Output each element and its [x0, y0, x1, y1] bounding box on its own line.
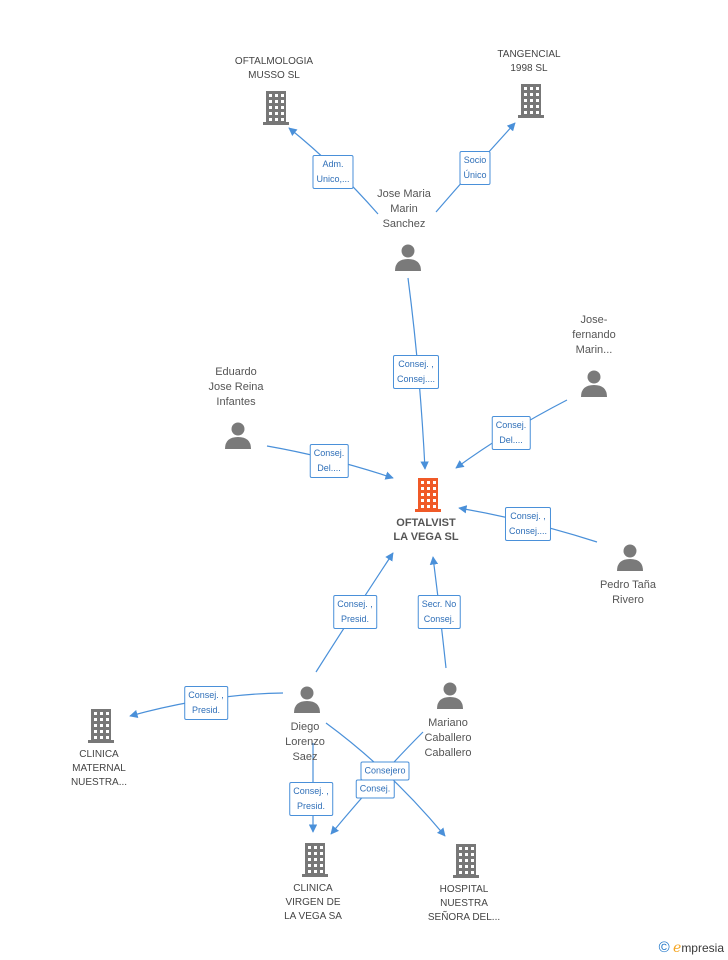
edge-label-line: Consejero	[364, 765, 406, 776]
node-label-line: Rivero	[612, 594, 644, 606]
edge-label-line: Consej. ,	[337, 599, 373, 609]
edge-label-line: Del....	[499, 435, 523, 445]
building-icon-oftalmologia[interactable]	[263, 91, 289, 125]
node-label-line: Infantes	[216, 396, 256, 408]
edge-label-line: Consej....	[508, 526, 548, 536]
edge-label-line: Único	[463, 170, 487, 180]
edge-label-line: Consej.	[313, 448, 345, 458]
node-label-line: MATERNAL	[72, 763, 126, 774]
edge-label-line: Presid.	[296, 801, 325, 811]
edge-label-jose_maria-to-oftalvist[interactable]: Consej. , Consej....	[392, 355, 440, 389]
building-icon-hospital[interactable]	[453, 844, 479, 878]
edge-label-jose_maria-to-oftalmologia[interactable]: Adm. Unico,...	[312, 155, 354, 189]
edges-layer	[129, 122, 598, 837]
edge-label-line: Consej.	[359, 783, 391, 794]
node-label-line: Saez	[292, 751, 318, 763]
edge-label-line: Consej. ,	[293, 786, 329, 796]
node-label-line: Diego	[290, 721, 320, 733]
edge-label-jose_fernando-to-oftalvist[interactable]: Consej. Del....	[491, 416, 531, 450]
node-label-line: Mariano	[428, 717, 468, 729]
node-label-line: CLINICA	[293, 883, 333, 894]
node-label-line: MUSSO SL	[248, 70, 300, 81]
edge-label-line: Consej.	[495, 420, 527, 430]
copyright-symbol: ©	[658, 939, 670, 956]
edge-label-mariano-to-clinica_virgen[interactable]: Consejero	[360, 761, 410, 781]
edge-label-mariano-to-oftalvist[interactable]: Secr. No Consej.	[417, 595, 461, 629]
person-icon-diego[interactable]	[294, 686, 320, 714]
node-label-hospital[interactable]: HOSPITAL NUESTRA SEÑORA DEL...	[428, 883, 500, 925]
edge-label-line: Secr. No	[421, 599, 457, 609]
node-label-line: Jose Maria	[377, 188, 431, 200]
node-label-line: OFTALMOLOGIA	[234, 56, 314, 67]
building-icon-clinica_virgen[interactable]	[302, 843, 328, 877]
person-icon-jose_maria[interactable]	[395, 244, 421, 272]
person-icon-pedro[interactable]	[617, 544, 643, 572]
node-label-line: CLINICA	[79, 749, 119, 760]
empresia-logo[interactable]: © empresia	[659, 939, 724, 956]
node-label-line: Lorenzo	[285, 736, 325, 748]
edge-label-line: Consej....	[396, 374, 436, 384]
node-label-line: Caballero	[424, 732, 472, 744]
node-label-line: Jose Reina	[208, 381, 264, 393]
edge-label-line: Adm.	[322, 159, 344, 169]
edge-label-line: Consej. ,	[510, 511, 546, 521]
edge-label-line: Del....	[317, 463, 341, 473]
node-label-line: LA VEGA SL	[393, 531, 459, 543]
node-label-line: Caballero	[424, 747, 472, 759]
node-label-line: HOSPITAL	[439, 884, 489, 895]
node-label-line: TANGENCIAL	[497, 49, 561, 60]
edge-label-line: Presid.	[191, 705, 220, 715]
edge-label-line: Consej.	[423, 614, 455, 624]
node-label-clinica_virgen[interactable]: CLINICA VIRGEN DE LA VEGA SA	[284, 882, 342, 924]
edge-label-line: Consej. ,	[188, 690, 224, 700]
node-label-line: OFTALVIST	[396, 517, 456, 529]
node-label-line: NUESTRA...	[70, 777, 128, 788]
edge-label-line: Unico,...	[316, 174, 350, 184]
node-label-clinica_maternal[interactable]: CLINICA MATERNAL NUESTRA...	[71, 748, 127, 790]
edge-label-diego-to-oftalvist[interactable]: Consej. , Presid.	[333, 595, 377, 629]
brand-initial: e	[673, 940, 682, 956]
node-label-oftalmologia[interactable]: OFTALMOLOGIA MUSSO SL	[235, 55, 313, 83]
edge-label-line: Consej. ,	[398, 359, 434, 369]
node-label-line: Jose-	[580, 314, 608, 326]
edge-label-eduardo-to-oftalvist[interactable]: Consej. Del....	[309, 444, 349, 478]
edge-label-diego-to-clinica_virgen[interactable]: Consej. , Presid.	[289, 782, 333, 816]
node-label-line: fernando	[572, 329, 616, 341]
person-icon-jose_fernando[interactable]	[581, 370, 607, 398]
node-label-line: Marin	[390, 203, 418, 215]
edge-label-diego-to-clinica_maternal[interactable]: Consej. , Presid.	[184, 686, 228, 720]
building-icon-oftalvist[interactable]	[415, 478, 441, 512]
edge-label-diego-to-hospital[interactable]: Consej.	[355, 779, 395, 799]
edge-label-line: Socio	[463, 155, 487, 165]
brand-name: mpresia	[681, 941, 724, 955]
node-label-oftalvist[interactable]: OFTALVIST LA VEGA SL	[393, 516, 458, 544]
node-label-line: Eduardo	[215, 366, 257, 378]
edge-label-pedro-to-oftalvist[interactable]: Consej. , Consej....	[504, 507, 552, 541]
node-label-line: NUESTRA	[440, 898, 488, 909]
node-label-line: Sanchez	[382, 218, 426, 230]
edge-label-line: Presid.	[340, 614, 369, 624]
icons-layer	[88, 84, 643, 878]
building-icon-tangencial[interactable]	[518, 84, 544, 118]
node-label-tangencial[interactable]: TANGENCIAL 1998 SL	[497, 48, 560, 76]
building-icon-clinica_maternal[interactable]	[88, 709, 114, 743]
node-label-line: VIRGEN DE	[285, 897, 341, 908]
node-label-line: 1998 SL	[510, 63, 548, 74]
node-label-line: SEÑORA DEL...	[427, 912, 501, 923]
node-label-line: LA VEGA SA	[284, 911, 342, 922]
person-icon-mariano[interactable]	[437, 682, 463, 710]
node-label-line: Pedro Taña	[599, 579, 657, 591]
node-label-line: Marin...	[575, 344, 613, 356]
person-icon-eduardo[interactable]	[225, 422, 251, 450]
